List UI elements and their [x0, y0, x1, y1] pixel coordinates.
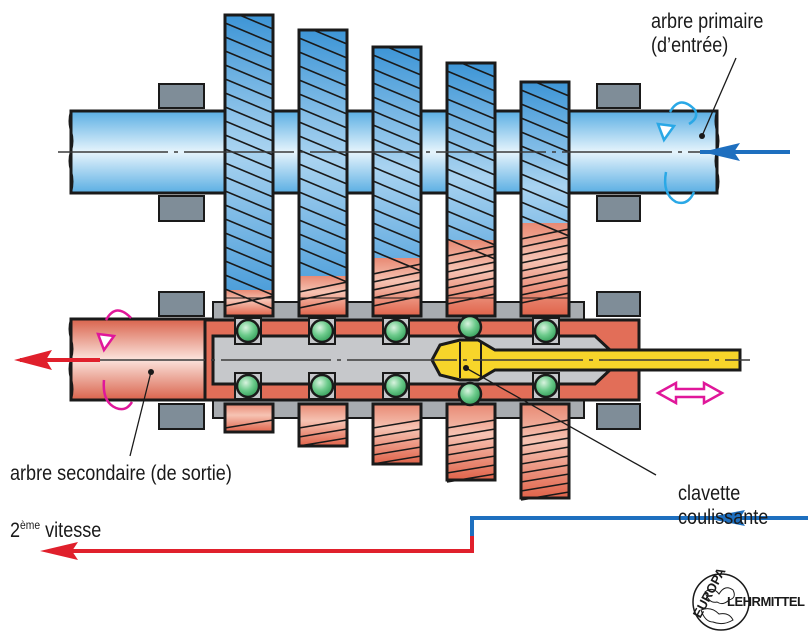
sliding-key-label-line1: clavette	[678, 482, 741, 505]
primary-gear	[519, 80, 571, 318]
logo-side-text: LEHRMITTEL	[727, 594, 805, 609]
leader-lines	[129, 57, 737, 476]
sliding-motion-arrow	[655, 380, 725, 406]
gear-number: 2	[10, 519, 21, 542]
primary-bearings	[158, 83, 641, 222]
globe-icon	[692, 573, 750, 631]
ball	[382, 317, 410, 345]
secondary-gear	[297, 402, 349, 448]
secondary-gear	[445, 402, 497, 483]
sliding-key-label: clavette coulissante	[678, 482, 768, 530]
gear-teeth-hatching	[300, 31, 347, 309]
gear-teeth-hatching	[226, 16, 273, 310]
primary-gears	[223, 13, 571, 318]
engaged-balls	[457, 314, 483, 407]
rotation-arrow-secondary	[96, 309, 134, 411]
locking-balls	[234, 317, 560, 400]
primary-gear	[371, 45, 423, 318]
gear-teeth-hatching	[522, 83, 569, 304]
primary-gear	[445, 61, 497, 318]
ball	[234, 317, 262, 345]
secondary-gear	[519, 402, 571, 501]
input-arrow	[700, 143, 790, 161]
ball	[532, 372, 560, 400]
rotation-arrow-primary	[656, 101, 698, 205]
primary-shaft-label-line1: arbre primaire	[651, 10, 764, 33]
gear-teeth-hatching	[448, 64, 495, 305]
secondary-bearings	[158, 291, 641, 430]
ball	[532, 317, 560, 345]
primary-shaft-label: arbre primaire (d’entrée)	[651, 10, 763, 58]
gear-teeth-hatching	[374, 48, 421, 307]
output-arrow	[14, 350, 100, 370]
europa-lehrmittel-logo: EUROPA LEHRMITTEL	[690, 564, 805, 631]
primary-shaft-label-line2: (d’entrée)	[651, 34, 729, 57]
gear-ordinal-suffix: ème	[20, 518, 41, 532]
ball	[382, 372, 410, 400]
sliding-key-label-line2: coulissante	[678, 506, 769, 529]
gear-speed-label: 2ème vitesse	[10, 513, 101, 543]
secondary-shaft-label: arbre secondaire (de sortie)	[10, 462, 232, 485]
center-lines	[58, 151, 750, 361]
secondary-gear	[371, 402, 423, 466]
ball	[234, 372, 262, 400]
gear-word: vitesse	[40, 519, 102, 542]
primary-gear	[223, 13, 275, 318]
logo-top-text: EUROPA	[690, 564, 729, 620]
ball	[308, 372, 336, 400]
ball	[308, 317, 336, 345]
secondary-gears	[223, 402, 571, 501]
power-flow-path	[40, 510, 808, 560]
secondary-gear	[223, 402, 275, 434]
primary-gear	[297, 28, 349, 318]
